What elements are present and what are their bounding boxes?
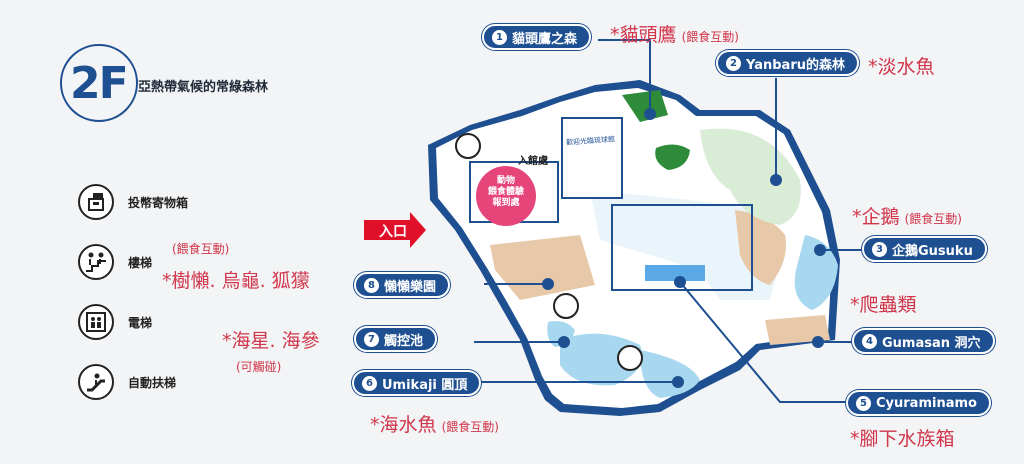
zone-name: 懶懶樂園 (384, 279, 437, 295)
forest-green (655, 144, 690, 170)
note-saltwater-fish: *海水魚 (餵食互動) (370, 410, 499, 437)
note-foot-aquarium: *腳下水族箱 (850, 428, 955, 450)
zone-name: Umikaji 圓頂 (382, 377, 468, 393)
zone-pill-touch-pool[interactable]: 7 觸控池 (354, 326, 438, 352)
note-main: *企鵝 (852, 206, 900, 228)
legend-label: 自動扶梯 (128, 375, 177, 390)
zone-pill-sloth-paradise[interactable]: 8 懶懶樂園 (354, 272, 451, 298)
zone-name: Yanbaru的森林 (746, 57, 845, 73)
owl-forest-green (622, 90, 668, 122)
zone-number: 2 (726, 55, 741, 71)
zone-name: Cyuraminamo (876, 395, 977, 411)
zone-number: 5 (856, 395, 871, 411)
elevator-icon (78, 304, 114, 340)
feeding-reception-label: 動物 餵食體驗 報到處 (487, 176, 524, 208)
zone-name: 觸控池 (384, 333, 424, 349)
floor-code: 2F (70, 58, 129, 109)
zone-name: 企鵝Gusuku (892, 243, 973, 259)
admission-label: 入館處 (518, 156, 548, 167)
penguin-pool (794, 235, 838, 310)
zone-pill-penguin-gusuku[interactable]: 3 企鵝Gusuku (862, 236, 987, 262)
note-penguin: *企鵝 (餵食互動) (852, 202, 962, 229)
zone-pill-gumasan-cave[interactable]: 4 Gumasan 洞穴 (852, 328, 995, 354)
feeding-reception-circle (476, 166, 536, 226)
legend-item-stairs: 樓梯 (78, 244, 152, 280)
legend-label: 電梯 (128, 315, 153, 330)
legend-label: 投幣寄物箱 (128, 195, 189, 210)
entrance-arrow (364, 212, 426, 248)
note-sub: (餵食互動) (681, 30, 739, 44)
note-touchable: (可觸碰) (236, 360, 282, 374)
note-owl: *貓頭鷹 (餵食互動) (610, 20, 739, 47)
zone-number: 8 (364, 277, 379, 293)
legend-label: 樓梯 (128, 255, 153, 270)
floor-badge (60, 44, 138, 122)
entrance-label: 入口 (379, 224, 407, 240)
floor-title: 亞熱帶氣候的常綠森林 (138, 80, 269, 95)
footwater-tank (645, 265, 705, 281)
stairs-icon (78, 244, 114, 280)
note-freshwater-fish: *淡水魚 (868, 56, 935, 78)
legend-item-escalator: 自動扶梯 (78, 364, 176, 400)
note-main: *貓頭鷹 (610, 24, 677, 46)
note-feeding: (餵食互動) (172, 242, 230, 256)
note-main: *海水魚 (370, 414, 437, 436)
forest-sand (735, 210, 786, 285)
zone-pill-umikaji-dome[interactable]: 6 Umikaji 圓頂 (352, 370, 482, 396)
legend-item-locker: 投幣寄物箱 (78, 184, 188, 220)
coin-locker-icon (78, 184, 114, 220)
zone-pill-yanbaru-forest[interactable]: 2 Yanbaru的森林 (716, 50, 859, 76)
zone-number: 7 (364, 331, 379, 347)
zone-number: 1 (492, 29, 507, 45)
zone-name: 貓頭鷹之森 (512, 31, 578, 47)
zone-number: 4 (862, 333, 877, 349)
note-starfish: *海星. 海參 (222, 330, 320, 352)
zone-name: Gumasan 洞穴 (882, 335, 981, 351)
note-sub: (餵食互動) (904, 212, 962, 226)
legend-item-elevator: 電梯 (78, 304, 152, 340)
zone-number: 3 (872, 241, 887, 257)
note-sub: (餵食互動) (441, 420, 499, 434)
gumasan-cave-area (765, 315, 830, 345)
note-sloth-turtle-meerkat: *樹懶. 烏龜. 狐獴 (162, 270, 310, 292)
escalator-icon (78, 364, 114, 400)
zone-pill-owl-forest[interactable]: 1 貓頭鷹之森 (482, 24, 592, 50)
dome-water (560, 333, 643, 386)
zone-pill-cyuraminamo[interactable]: 5 Cyuraminamo (846, 390, 991, 416)
note-reptiles: *爬蟲類 (850, 294, 917, 316)
dome-water-2 (640, 350, 700, 398)
zone-number: 6 (362, 375, 377, 391)
